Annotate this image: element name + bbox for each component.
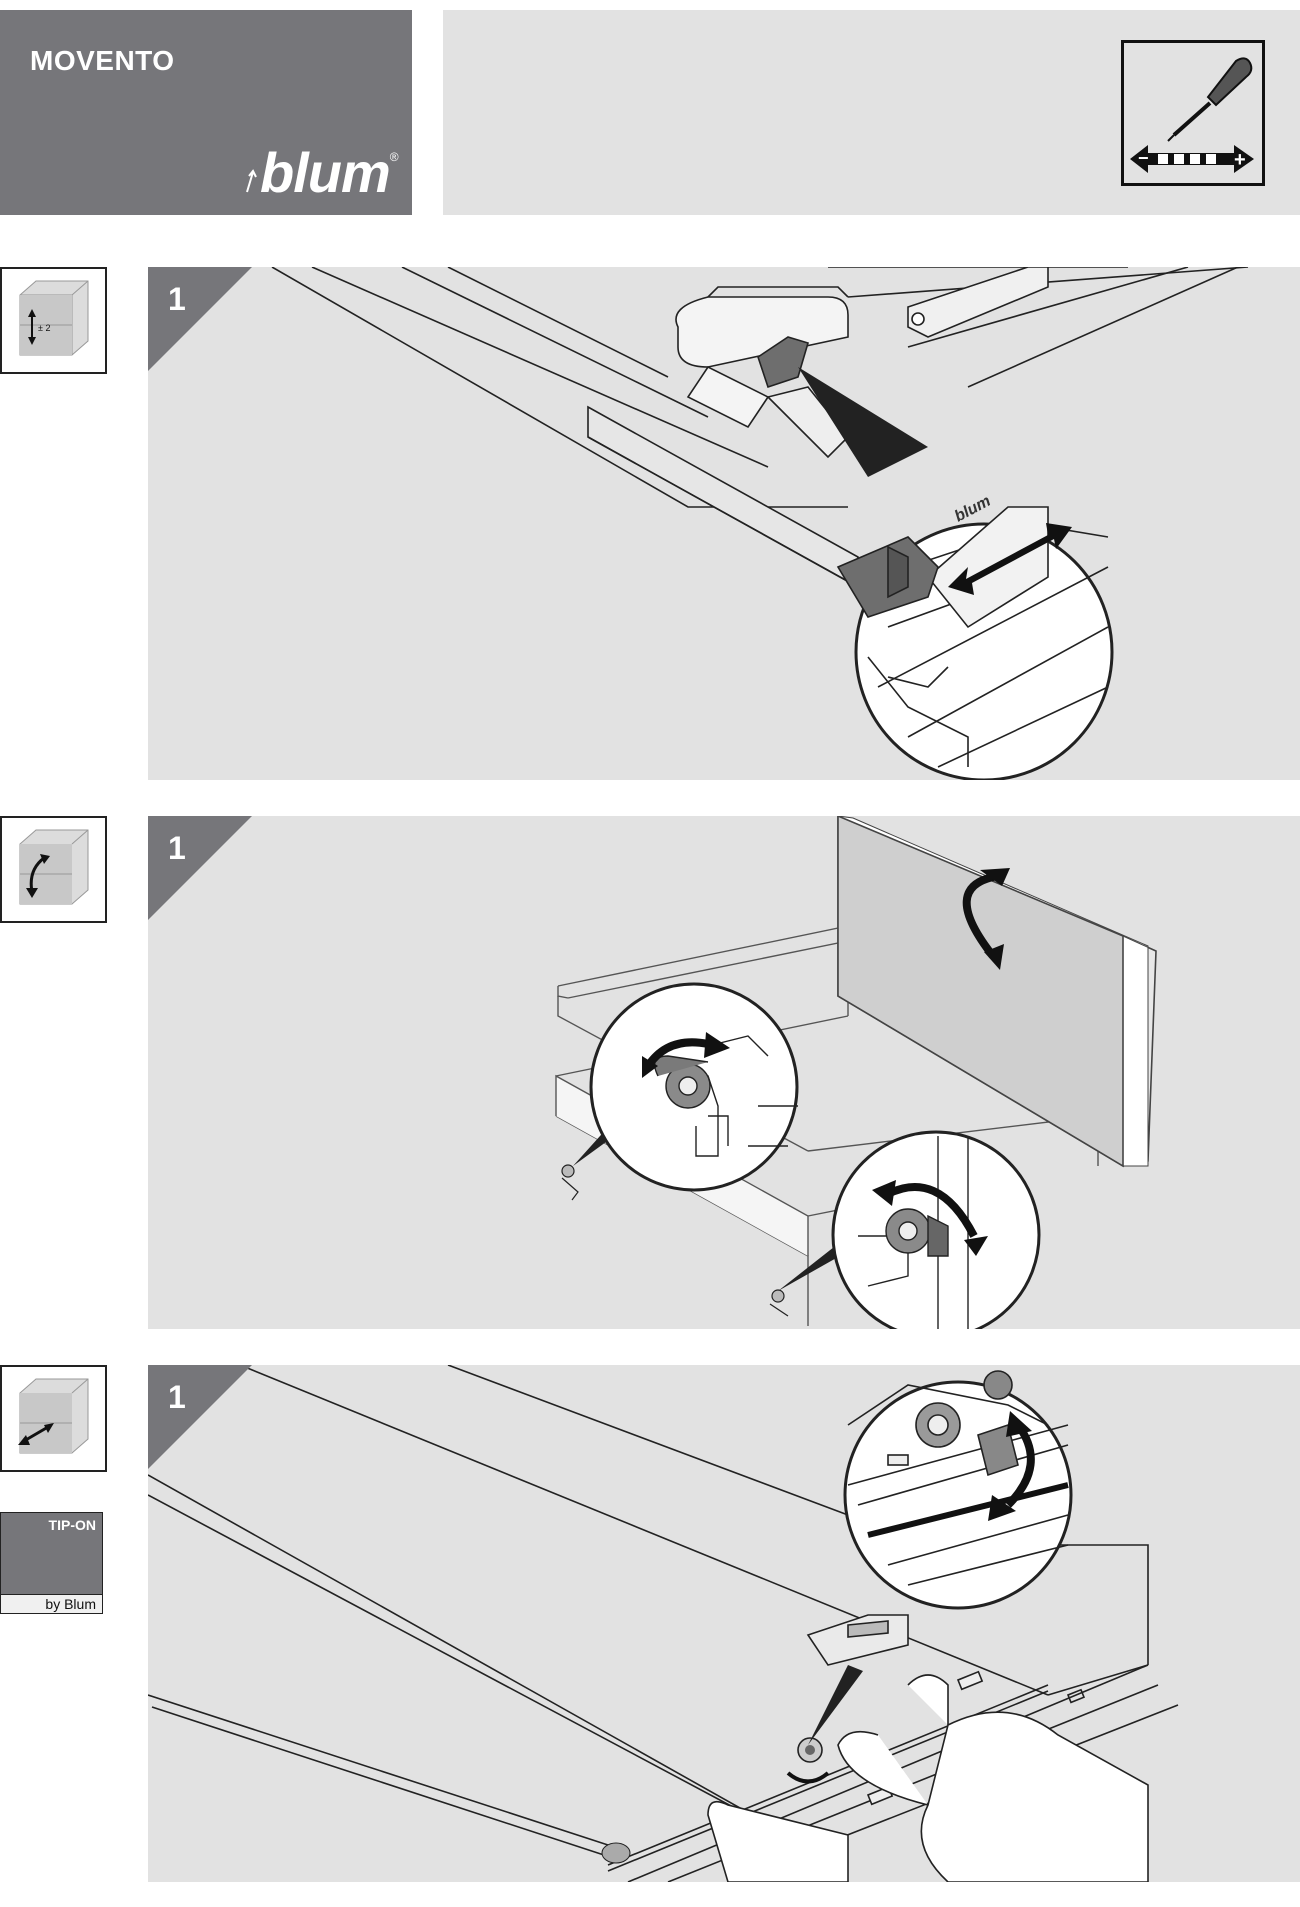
- step-panel-tilt: 1: [148, 816, 1300, 1329]
- step-number-badge: [148, 1365, 252, 1469]
- brand-logo-text: blum: [260, 141, 391, 204]
- brand-logo: blum®: [260, 145, 399, 201]
- step-number: 1: [168, 1379, 186, 1415]
- screwdriver-graphic: − +: [1130, 57, 1254, 173]
- cabinet-tilt-adjust-icon: [0, 816, 107, 923]
- step-number: 1: [168, 830, 186, 866]
- step-panel-tipon: 1: [148, 1365, 1300, 1882]
- step-number-badge: [148, 267, 252, 371]
- step-number-badge: [148, 816, 252, 920]
- tip-on-byline: by Blum: [45, 1596, 96, 1612]
- step-panel-height: blum 1: [148, 267, 1300, 780]
- step-number: 1: [168, 281, 186, 317]
- screwdriver-adjust-icon: − +: [1121, 40, 1265, 186]
- runner-height-adjustment-illustration: blum: [271, 267, 1249, 780]
- drawer-front-tilt-adjustment-illustration: [555, 816, 1157, 1329]
- plus-sign: +: [1234, 149, 1246, 171]
- brand-box: MOVENTO blum®: [0, 10, 412, 215]
- cabinet-height-adjust-icon: ± 2: [0, 267, 107, 374]
- cabinet-pull-out-icon: [0, 1365, 107, 1472]
- product-title: MOVENTO: [30, 45, 175, 76]
- tip-on-label: TIP-ON: [48, 1517, 96, 1533]
- minus-sign: −: [1138, 148, 1149, 168]
- brand-arrow-icon: [246, 169, 257, 193]
- tip-on-adjustment-illustration: [148, 1365, 1179, 1882]
- height-tolerance-label: ± 2: [38, 323, 50, 333]
- tip-on-footer: by Blum: [0, 1594, 103, 1614]
- registered-mark: ®: [389, 150, 399, 164]
- runner-brand-text: blum: [952, 493, 994, 526]
